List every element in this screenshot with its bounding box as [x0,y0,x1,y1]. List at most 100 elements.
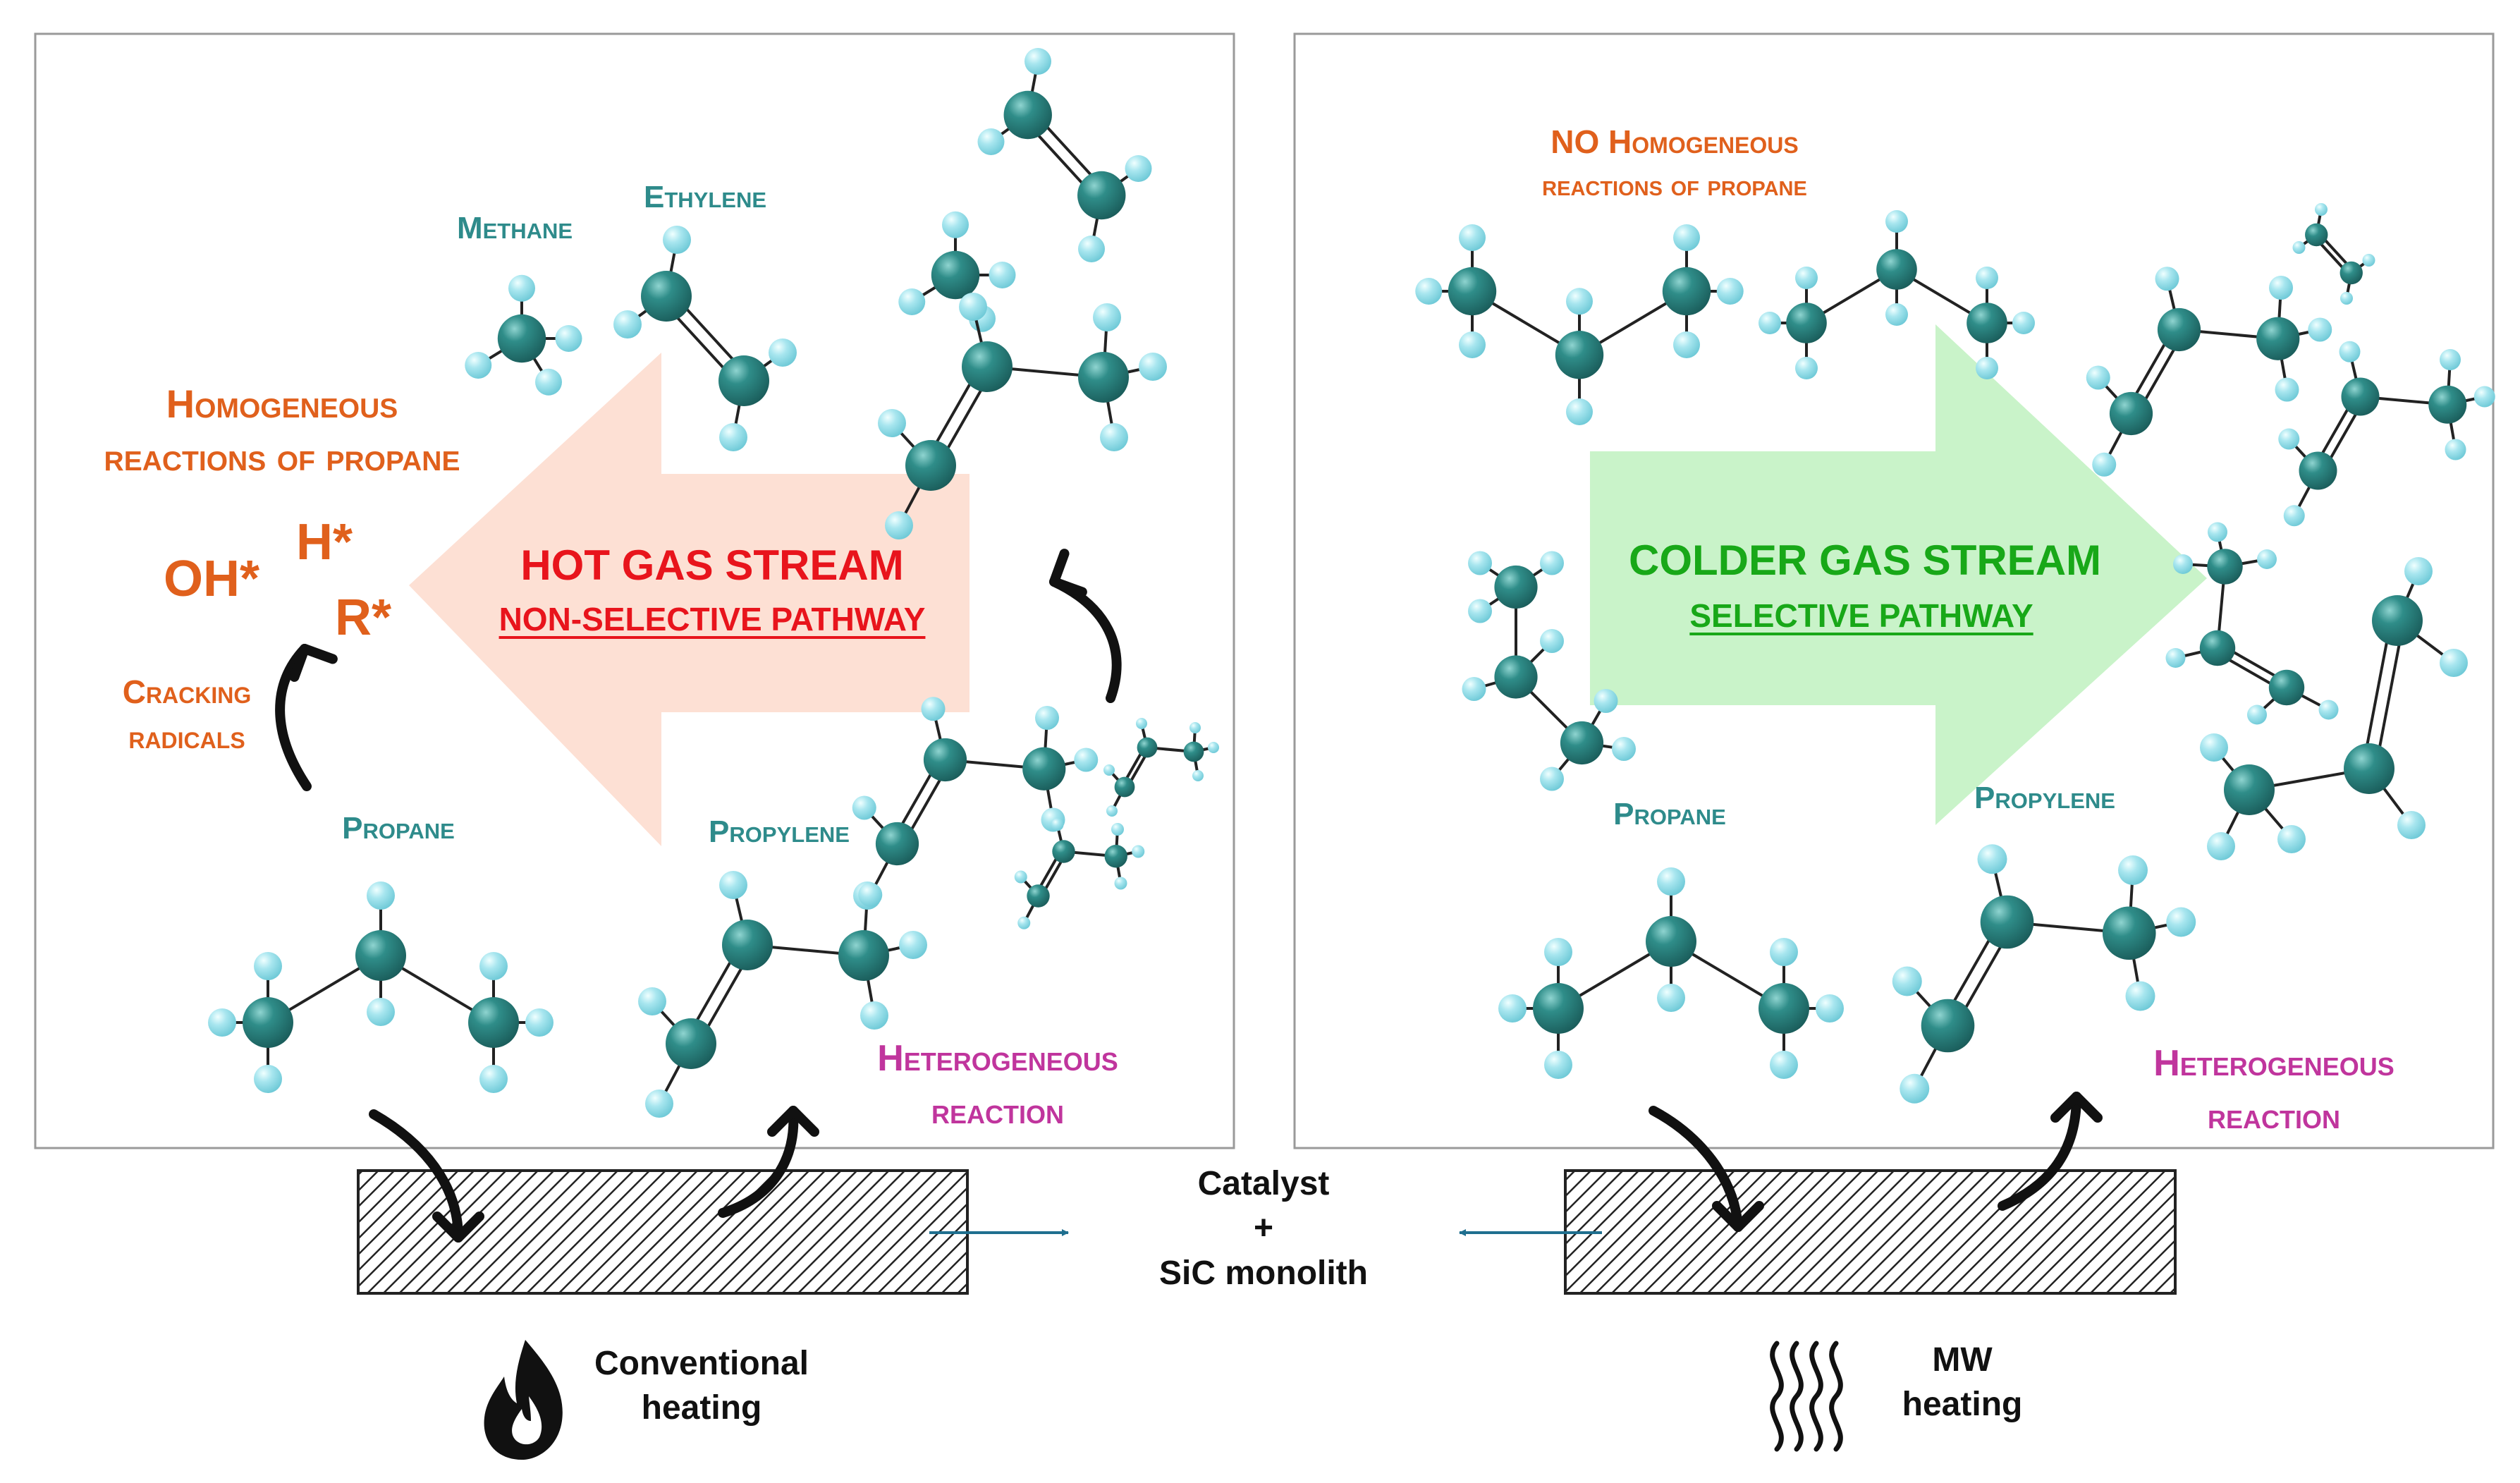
hydrogen-atom [2092,452,2117,477]
hydrogen-atom [1111,823,1124,836]
hydrogen-atom [2318,700,2339,720]
carbon-atom [2157,307,2201,352]
hydrogen-atom [1976,267,1998,289]
hydrogen-atom [1885,210,1908,233]
hydrogen-atom [1770,938,1798,966]
hydrogen-atom [885,511,913,539]
arrow-shaft [718,1106,799,1218]
arrow-head [1712,1201,1764,1232]
carbon-atom [641,271,692,322]
hydrogen-atom [2208,522,2227,542]
hydrogen-atom [921,697,946,721]
hydrogen-atom [1594,689,1618,713]
desorption-arrow-left-up [1049,549,1122,703]
propane-label-right: Propane [1613,797,1726,831]
desorption-arrow-left-cat [718,1106,819,1218]
propylene-molecule-small-2 [1014,818,1145,929]
carbon-atom [468,997,519,1048]
hydrogen-atom [2440,649,2468,677]
hydrogen-atom [1014,870,1027,884]
homogeneous-reactions-subtitle: reactions of propane [104,434,460,479]
carbon-atom [2256,317,2300,360]
hydrogen-atom [852,795,876,820]
carbon-atom [1980,895,2034,949]
propane-molecule-left-edge [1462,551,1636,791]
hydrogen-atom [1759,312,1781,334]
hydrogen-atom [2292,241,2306,254]
radicals-label: radicals [128,719,245,755]
carbon-atom [1448,267,1497,316]
carbon-atom [838,930,889,981]
propylene-molecule-right [1892,844,2196,1104]
carbon-atom [931,250,980,300]
hydrogen-atom [2173,554,2193,574]
heterogeneous-reaction-subtitle-left: reaction [931,1091,1064,1132]
arrow-head [767,1106,819,1137]
hot-gas-arrow [409,353,970,846]
hydrogen-atom [254,952,282,980]
propane-molecule-top-1 [1415,224,1744,425]
carbon-atom [2372,595,2423,646]
hydrogen-atom [2269,276,2293,300]
arrow-shaft [1649,1106,1743,1232]
hydrogen-atom [1100,423,1128,451]
hydrogen-atom [1657,867,1685,896]
hydrogen-atom [1977,844,2007,874]
carbon-atom [2199,630,2236,666]
carbon-atom [875,822,919,866]
arrow-shaft [275,644,312,791]
hydrogen-atom [1024,47,1051,75]
hydrogen-atom [1035,706,1059,730]
arrow-head [2050,1092,2103,1123]
selective-pathway-subtitle: SELECTIVE PATHWAY [1689,597,2033,634]
right-catalyst-monolith [1564,1169,2177,1295]
carbon-atom [1786,303,1827,343]
arrow-shaft [369,1109,463,1243]
propane-molecule-right [1498,867,1844,1079]
propylene-molecule-upper-right-2 [2278,341,2495,527]
homogeneous-reactions-title: Homogeneous [166,382,398,426]
hydrogen-atom [525,1008,553,1037]
r-radical: R* [335,590,392,646]
carbon-atom [2428,385,2467,424]
hydrogen-atom [878,409,906,437]
methane-label: Methane [456,211,573,245]
hydrogen-atom [613,310,642,338]
hydrogen-atom [663,226,691,254]
colder-gas-stream-title: COLDER GAS STREAM [1628,537,2102,584]
hydrogen-atom [1498,994,1527,1023]
propylene-label-right: Propylene [1974,781,2115,815]
ethylene-molecule-right-edge [2292,203,2375,305]
hydrogen-atom [2277,825,2306,853]
double-bond [2361,618,2393,768]
adsorption-arrow-left-down [369,1109,484,1243]
hydrogen-atom [1139,353,1167,381]
propylene-molecule-mid [852,697,1099,907]
hydrogen-atom [719,871,747,899]
hydrogen-atom [860,1001,888,1030]
carbon-atom [1183,741,1204,762]
hydrogen-atom [1074,747,1099,772]
hydrogen-atom [1114,877,1127,890]
hydrogen-atom [535,368,562,396]
hydrogen-atom [1657,984,1685,1012]
propylene-molecule-small-1 [1103,718,1219,817]
heterogeneous-reaction-title-right: Heterogeneous [2153,1043,2394,1084]
hot-gas-stream-title: HOT GAS STREAM [520,542,904,589]
carbon-atom [905,440,956,491]
hydrogen-atom [2155,267,2179,291]
h-radical: H* [296,514,353,570]
hydrogen-atom [2397,811,2426,839]
sic-monolith-label: SiC monolith [1159,1255,1368,1292]
carbon-atom [1560,721,1604,765]
propylene-molecule-top [878,293,1167,539]
carbon-atom [1078,352,1129,403]
carbon-atom [2341,377,2380,416]
carbon-atom [2305,223,2328,247]
hydrogen-atom [508,274,535,302]
hydrogen-atom [2445,439,2466,460]
carbon-atom [1533,983,1584,1034]
carbon-atom [718,355,769,406]
hydrogen-atom [1540,767,1564,791]
hydrogen-atom [1566,398,1593,425]
